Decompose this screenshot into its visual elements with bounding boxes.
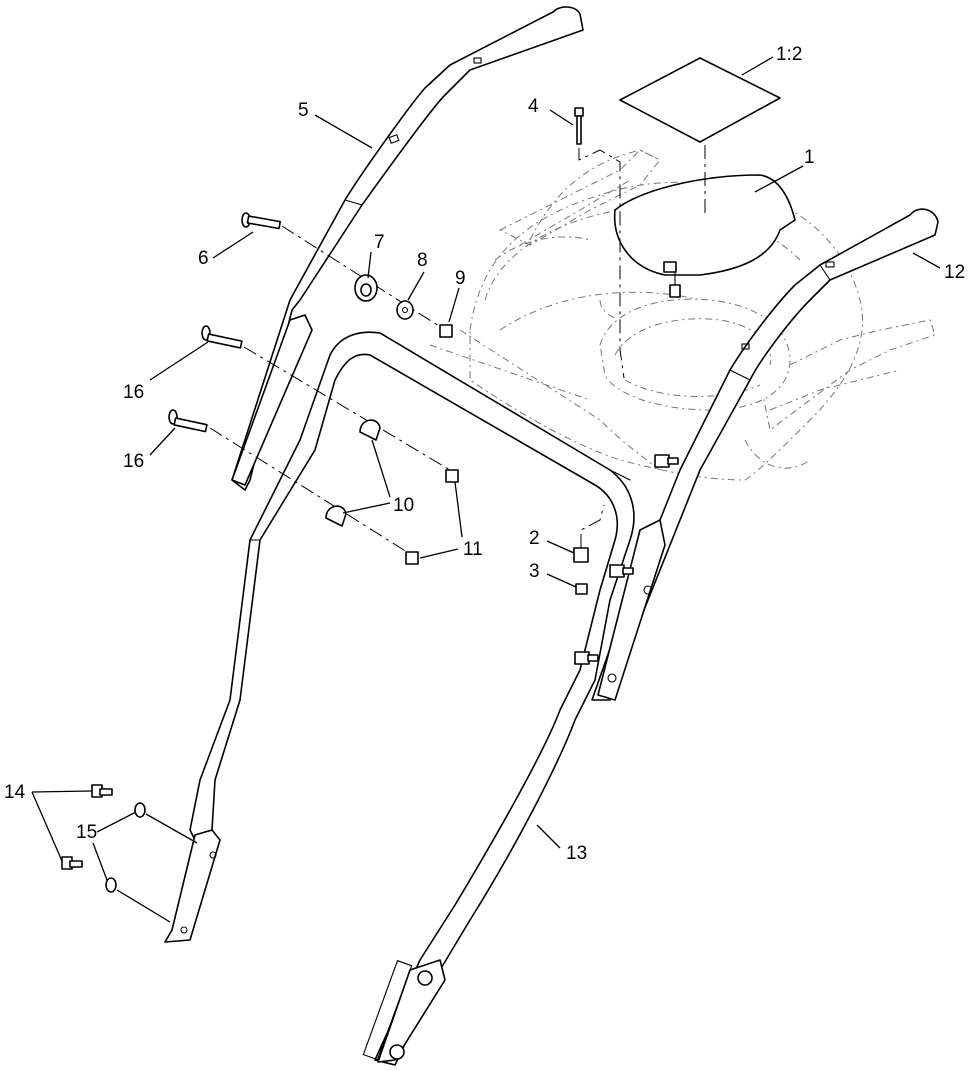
bushing-7 xyxy=(354,274,378,302)
decal xyxy=(619,57,781,143)
bolt-14-lower xyxy=(61,856,83,870)
washer-8 xyxy=(396,300,414,320)
callout-11: 11 xyxy=(463,539,483,560)
callout-5: 5 xyxy=(298,100,309,121)
nut-11-upper xyxy=(445,469,459,483)
bolt-14-lower-line xyxy=(116,889,171,923)
bolt-14-upper xyxy=(91,784,113,798)
control-panel xyxy=(613,174,796,298)
callout-3: 3 xyxy=(529,561,540,582)
bolt-4 xyxy=(574,107,584,145)
callout-7: 7 xyxy=(374,232,385,253)
spacer-centerline xyxy=(580,504,605,548)
callout-16-lower: 16 xyxy=(123,451,144,472)
upper-right-handle xyxy=(591,208,939,701)
nut-9 xyxy=(439,324,453,338)
callout-9: 9 xyxy=(455,268,466,289)
bolt-16-upper xyxy=(201,325,243,349)
nut-11-lower xyxy=(405,551,419,565)
callout-8: 8 xyxy=(417,250,428,271)
callout-4: 4 xyxy=(528,96,539,117)
mount-studs xyxy=(574,454,679,665)
spacer-2 xyxy=(573,547,589,563)
stud-1 xyxy=(654,454,679,468)
stud-3 xyxy=(574,651,599,665)
cup-10-upper xyxy=(359,419,381,441)
bolt-16-lower-centerline xyxy=(209,427,416,558)
callout-16-upper: 16 xyxy=(123,382,144,403)
bolt-6-centerline xyxy=(281,225,451,334)
washer-15-lower xyxy=(105,877,117,893)
bolt-4-centerline xyxy=(578,148,625,379)
upper-left-handle xyxy=(231,6,584,491)
stud-2 xyxy=(609,564,634,578)
callout-2: 2 xyxy=(529,528,540,549)
leader-lines xyxy=(31,56,941,881)
callout-13: 13 xyxy=(566,843,587,864)
callout-6: 6 xyxy=(198,248,209,269)
washer-15-upper xyxy=(134,802,146,818)
callout-15: 15 xyxy=(76,822,97,843)
lower-handle-frame xyxy=(164,331,635,1066)
callout-1: 1 xyxy=(804,147,815,168)
callout-14: 14 xyxy=(4,782,26,803)
callout-1-2: 1:2 xyxy=(776,44,802,65)
bolt-16-lower xyxy=(168,409,208,433)
bolt-16-upper-centerline xyxy=(243,346,456,474)
cup-10-lower xyxy=(325,505,347,527)
callout-10: 10 xyxy=(393,495,414,516)
callout-labels: 1 1:2 2 3 4 5 6 7 8 9 10 11 12 13 14 15 … xyxy=(4,44,965,864)
nut-3 xyxy=(575,583,588,595)
bolt-14-upper-line xyxy=(145,813,198,844)
callout-12: 12 xyxy=(944,262,965,283)
bolt-6 xyxy=(241,212,282,230)
